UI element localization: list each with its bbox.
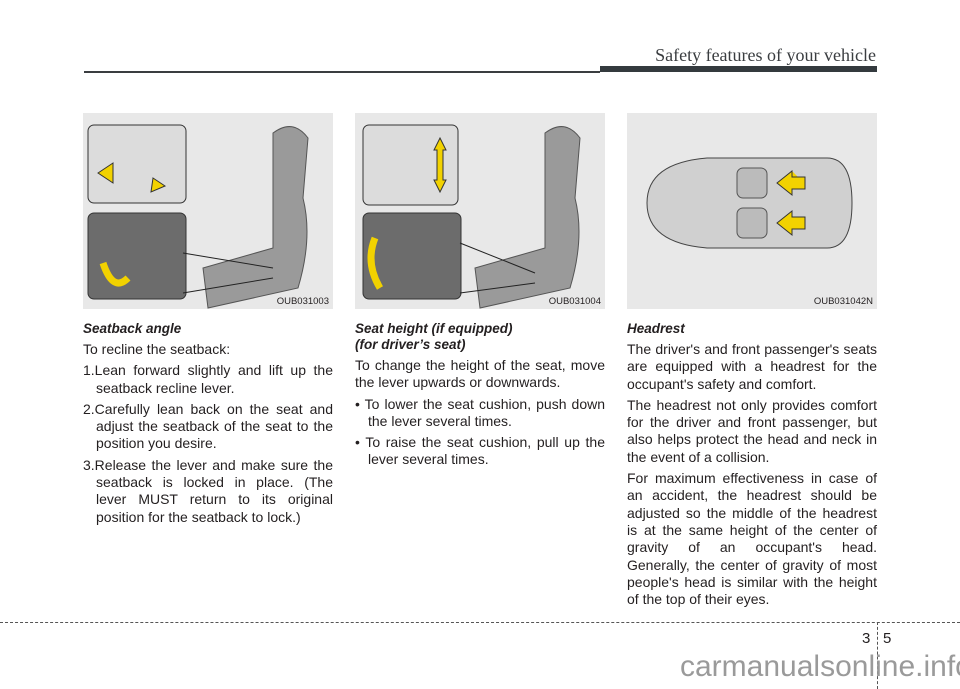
seat-height-image [362, 124, 581, 309]
page-number: 5 [883, 630, 892, 647]
column-seat-height: OUB031004 Seat height (if equipped)(for … [355, 113, 605, 473]
seat-height-illustration: OUB031004 [355, 113, 605, 309]
column-headrest: OUB031042N Headrest The driver's and fro… [627, 113, 877, 612]
seat-recline-image [87, 124, 309, 309]
heading-line: Seat height (if equipped) [355, 321, 513, 336]
watermark: carmanualsonline.info [680, 650, 960, 683]
paragraph: The driver's and front passenger's seats… [627, 341, 877, 392]
car-top-view-image [646, 157, 853, 249]
column-seatback-angle: OUB031003 Seatback angle To recline the … [83, 113, 333, 530]
paragraph: To recline the seatback: [83, 341, 231, 357]
headrest-illustration: OUB031042N [627, 113, 877, 309]
heading-seatback-angle: Seatback angle [83, 321, 182, 336]
header-bar [600, 66, 877, 72]
section-number: 3 [862, 630, 871, 647]
bullet-item: • To raise the seat cushion, pull up the… [355, 434, 605, 468]
paragraph: To change the height of the seat, move t… [355, 357, 605, 391]
footer-rule [0, 622, 960, 623]
footer-divider [877, 622, 878, 689]
step-item: 3.Release the lever and make sure the se… [83, 456, 333, 525]
header-rule [84, 71, 600, 73]
figure-caption: OUB031003 [276, 296, 329, 307]
heading-seat-height: Seat height (if equipped)(for driver’s s… [355, 321, 605, 353]
step-item: 2.Carefully lean back on the seat and ad… [83, 400, 333, 452]
paragraph: For maximum effectiveness in case of an … [627, 470, 877, 608]
heading-line: (for driver’s seat) [355, 337, 466, 352]
heading-headrest: Headrest [627, 321, 685, 336]
figure-caption: OUB031042N [813, 296, 873, 307]
bullet-item: • To lower the seat cushion, push down t… [355, 395, 605, 429]
step-item: 1.Lean forward slightly and lift up the … [83, 362, 333, 396]
figure-caption: OUB031004 [548, 296, 601, 307]
paragraph: The headrest not only provides comfort f… [627, 396, 877, 465]
seat-recline-illustration: OUB031003 [83, 113, 333, 309]
section-header-title: Safety features of your vehicle [655, 45, 876, 65]
